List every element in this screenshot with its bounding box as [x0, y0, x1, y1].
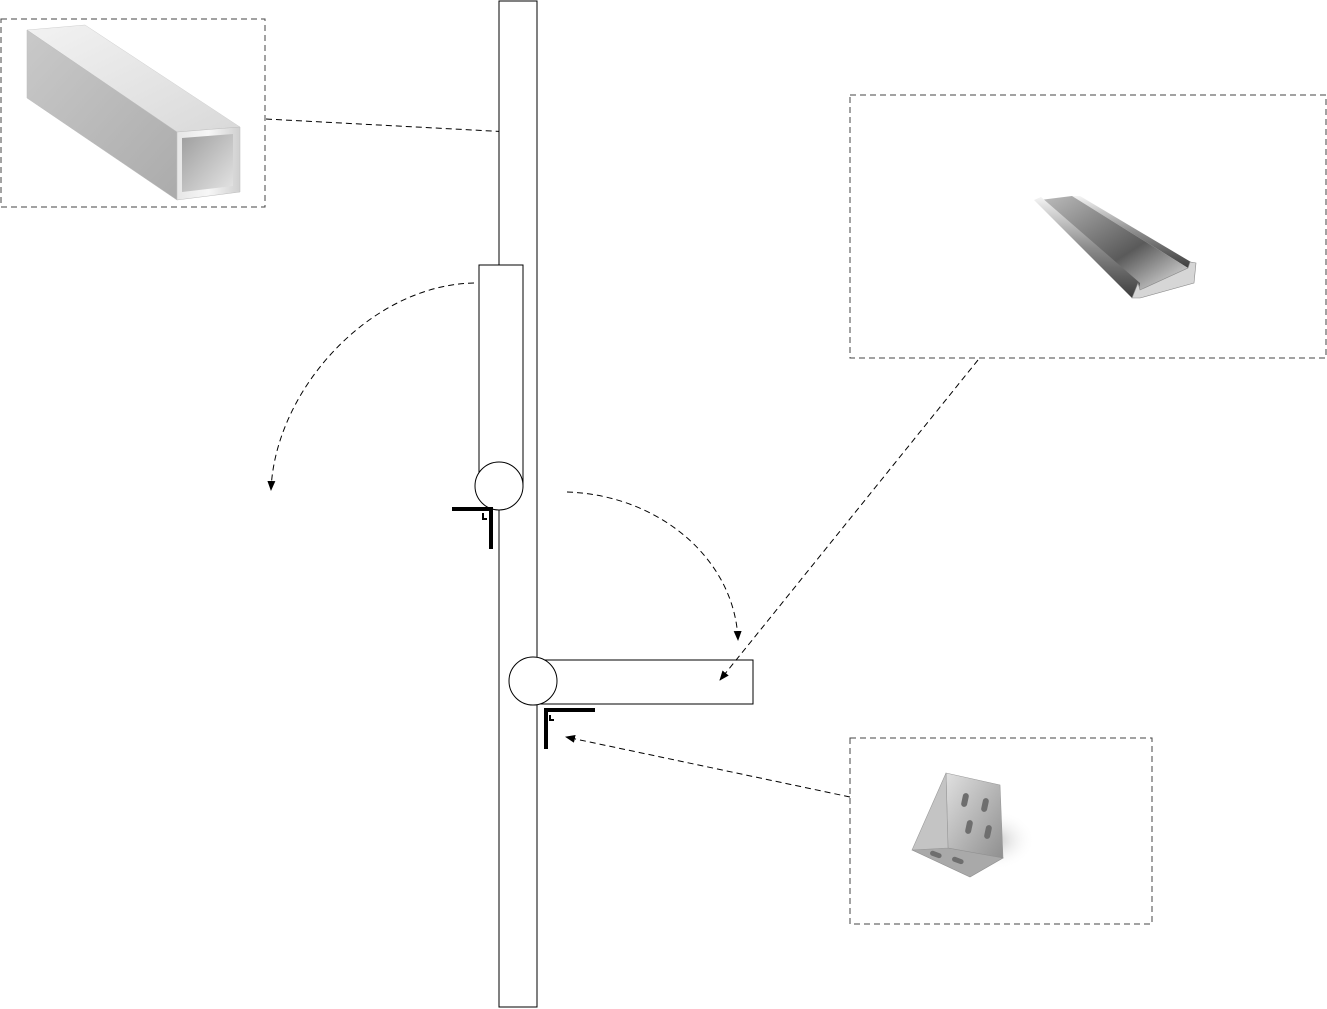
folding-arm-horizontal: [532, 659, 754, 705]
fold-arc-left-arrow: [267, 282, 475, 491]
channel-to-arm-arrow: [719, 359, 979, 681]
lower-hinge-pivot: [508, 656, 558, 706]
corner-bracket-callout: [849, 737, 1153, 925]
corner-bracket-photo: [911, 772, 1035, 878]
square-tube-callout-frame: [0, 18, 266, 208]
upper-hinge-pivot: [474, 461, 524, 511]
corner-bracket-callout-frame: [849, 737, 1153, 925]
bracket-to-joint-arrow: [565, 734, 851, 798]
fold-arc-right-arrow: [566, 491, 742, 641]
tube-to-post-arrow: [265, 118, 511, 136]
lower-corner-bracket: [544, 708, 595, 749]
square-tube-photo: [26, 24, 241, 201]
vertical-post: [498, 0, 538, 1008]
square-tube-callout: [0, 18, 266, 208]
upper-corner-bracket: [452, 507, 493, 549]
u-channel-photo: [1034, 196, 1197, 299]
folding-arm-upright: [478, 264, 524, 488]
u-channel-callout: [849, 94, 1327, 359]
